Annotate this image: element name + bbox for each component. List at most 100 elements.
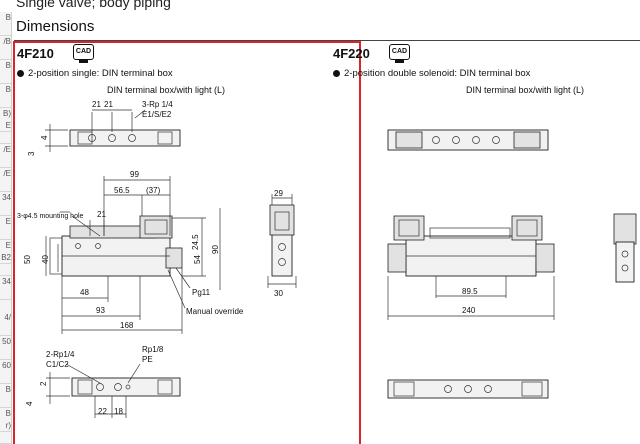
pilot-port — [125, 384, 131, 390]
port-hole — [452, 136, 460, 144]
port-hole — [114, 383, 122, 391]
rail-item[interactable]: 34 — [0, 276, 11, 300]
port-label: 3-Rp 1/4 — [142, 100, 173, 109]
bullet-dot-icon — [17, 70, 24, 77]
valve-body-bottom — [387, 379, 549, 399]
dim-label: 21 — [104, 100, 113, 109]
port-hole — [464, 385, 472, 393]
rail-item[interactable]: B) — [0, 108, 11, 132]
rail-item[interactable]: /E — [0, 168, 11, 192]
port-label: PE — [142, 355, 153, 364]
port-hole — [108, 134, 116, 142]
din-terminal-box — [393, 215, 425, 241]
right-bullet-text: 2-position double solenoid: DIN terminal… — [344, 68, 531, 79]
right-top-view — [387, 129, 549, 151]
dim-label: 21 — [97, 210, 106, 219]
right-front-view — [387, 215, 555, 320]
left-bullet-text: 2-position single: DIN terminal box — [28, 68, 173, 79]
rail-item[interactable]: /E — [0, 144, 11, 168]
solenoid-coil — [387, 243, 407, 273]
port-label: Rp1/8 — [142, 345, 164, 354]
rail-item[interactable]: /B — [0, 36, 11, 60]
rail-item[interactable]: E — [0, 240, 11, 264]
manual-override-label: Manual override — [186, 307, 244, 316]
model-4f210-title: 4F210 — [17, 46, 54, 61]
right-bottom-view — [387, 379, 549, 399]
rail-item[interactable]: B — [0, 84, 11, 108]
dim-label: 29 — [274, 189, 283, 198]
dim-label: 90 — [211, 245, 220, 254]
dim-label: 30 — [274, 289, 283, 298]
cad-download-icon[interactable]: CAD — [389, 44, 410, 63]
port-hole — [128, 134, 136, 142]
rail-item[interactable]: E — [0, 120, 11, 144]
rail-item[interactable]: 34 — [0, 192, 11, 216]
port-hole — [432, 136, 440, 144]
right-side-view — [613, 213, 637, 283]
mounting-hole — [95, 243, 101, 249]
dim-label: 24.5 — [191, 234, 200, 250]
dim-label: 93 — [96, 306, 105, 315]
valve-body-top — [387, 129, 549, 151]
port-hole — [621, 264, 629, 272]
dim-label: 48 — [80, 288, 89, 297]
port-hole — [88, 134, 96, 142]
dim-label: 50 — [23, 255, 32, 264]
section-subtitle: Single valve; body piping — [16, 0, 171, 10]
dim-label: 240 — [462, 306, 476, 315]
port-hole — [621, 250, 629, 258]
dim-label: 4 — [40, 135, 49, 140]
port-hole — [96, 383, 104, 391]
din-terminal-box — [139, 215, 173, 239]
valve-side-body — [615, 241, 635, 283]
dim-label: 3 — [27, 151, 36, 156]
valve-side-body — [271, 231, 293, 277]
dim-label: 89.5 — [462, 287, 478, 296]
dim-label: 4 — [25, 401, 34, 406]
side-terminal-box — [613, 213, 637, 245]
model-4f220-title: 4F220 — [333, 46, 370, 61]
rail-item[interactable]: B2 — [0, 252, 11, 276]
port-hole — [278, 258, 286, 266]
left-index-rail: B /B B B B) E /E /E 34 E E B2 34 4/ 50 6… — [0, 12, 12, 444]
rail-item[interactable]: E — [0, 216, 11, 240]
rail-item[interactable]: B — [0, 60, 11, 84]
left-bullet: 2-position single: DIN terminal box — [17, 68, 173, 79]
din-terminal-box — [511, 215, 543, 241]
highlight-frame — [13, 41, 361, 444]
mounting-hole-label: 3-φ4.5 mounting hole — [17, 213, 84, 220]
port-hole — [444, 385, 452, 393]
dim-label: 18 — [114, 407, 123, 416]
rail-item[interactable]: B — [0, 12, 11, 36]
bullet-dot-icon — [333, 70, 340, 77]
left-side-view — [267, 194, 297, 288]
dim-label: 22 — [98, 407, 107, 416]
rail-item[interactable]: 60 — [0, 360, 11, 384]
rail-item[interactable]: 4/ — [0, 312, 11, 336]
dim-label: 54 — [193, 255, 202, 264]
port-hole — [472, 136, 480, 144]
right-subtitle: DIN terminal box/with light (L) — [466, 85, 585, 95]
rail-item[interactable]: B — [0, 408, 11, 432]
solenoid-coil — [535, 243, 555, 273]
port-label: 2-Rp1/4 — [46, 350, 75, 359]
dim-label: (37) — [146, 186, 161, 195]
dim-label: 99 — [130, 170, 139, 179]
rail-item[interactable]: B — [0, 384, 11, 408]
port-hole — [492, 136, 500, 144]
cad-download-icon[interactable]: CAD — [73, 44, 94, 63]
dim-label: 2 — [39, 381, 48, 386]
dim-label: 168 — [120, 321, 134, 330]
port-hole — [484, 385, 492, 393]
mounting-hole — [75, 243, 81, 249]
side-terminal-box — [269, 204, 295, 236]
dim-label: 40 — [41, 255, 50, 264]
valve-body-top — [69, 129, 181, 147]
rail-item[interactable]: 50 — [0, 336, 11, 360]
left-front-view — [45, 176, 221, 334]
connector-label: Pg11 — [192, 288, 211, 297]
dim-label: 21 — [92, 100, 101, 109]
left-subtitle: DIN terminal box/with light (L) — [107, 85, 226, 95]
port-label: E1/S/E2 — [142, 110, 172, 119]
